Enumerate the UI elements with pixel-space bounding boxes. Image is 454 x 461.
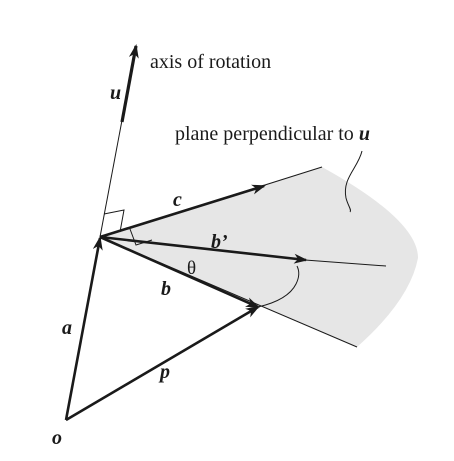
vector-b-prime-arrow [99, 235, 308, 264]
theta-label: θ [187, 258, 196, 279]
plane-label-text: plane perpendicular to [175, 123, 359, 145]
vector-u-label: u [110, 82, 121, 104]
vector-a-label: a [62, 317, 72, 339]
plane-label: plane perpendicular to u [175, 123, 370, 145]
vector-a-arrow [64, 236, 103, 421]
plane-label-vector: u [359, 123, 370, 145]
right-angle-marker-axis [103, 209, 125, 233]
vector-p-arrow [65, 305, 260, 422]
rotation-angle-arc [257, 265, 300, 308]
vector-b-arrow [99, 235, 260, 309]
b-prime-extension [304, 259, 387, 267]
axis-of-rotation-label: axis of rotation [150, 51, 271, 73]
vector-c-label: c [173, 189, 182, 211]
vector-b-label: b [161, 278, 171, 300]
vector-b-prime-label: b’ [211, 231, 228, 253]
vector-p-label: p [158, 361, 170, 383]
vector-u-arrow [120, 44, 139, 123]
vector-c-arrow [99, 184, 266, 239]
plane-label-leader [344, 150, 363, 213]
origin-label: o [52, 427, 62, 449]
